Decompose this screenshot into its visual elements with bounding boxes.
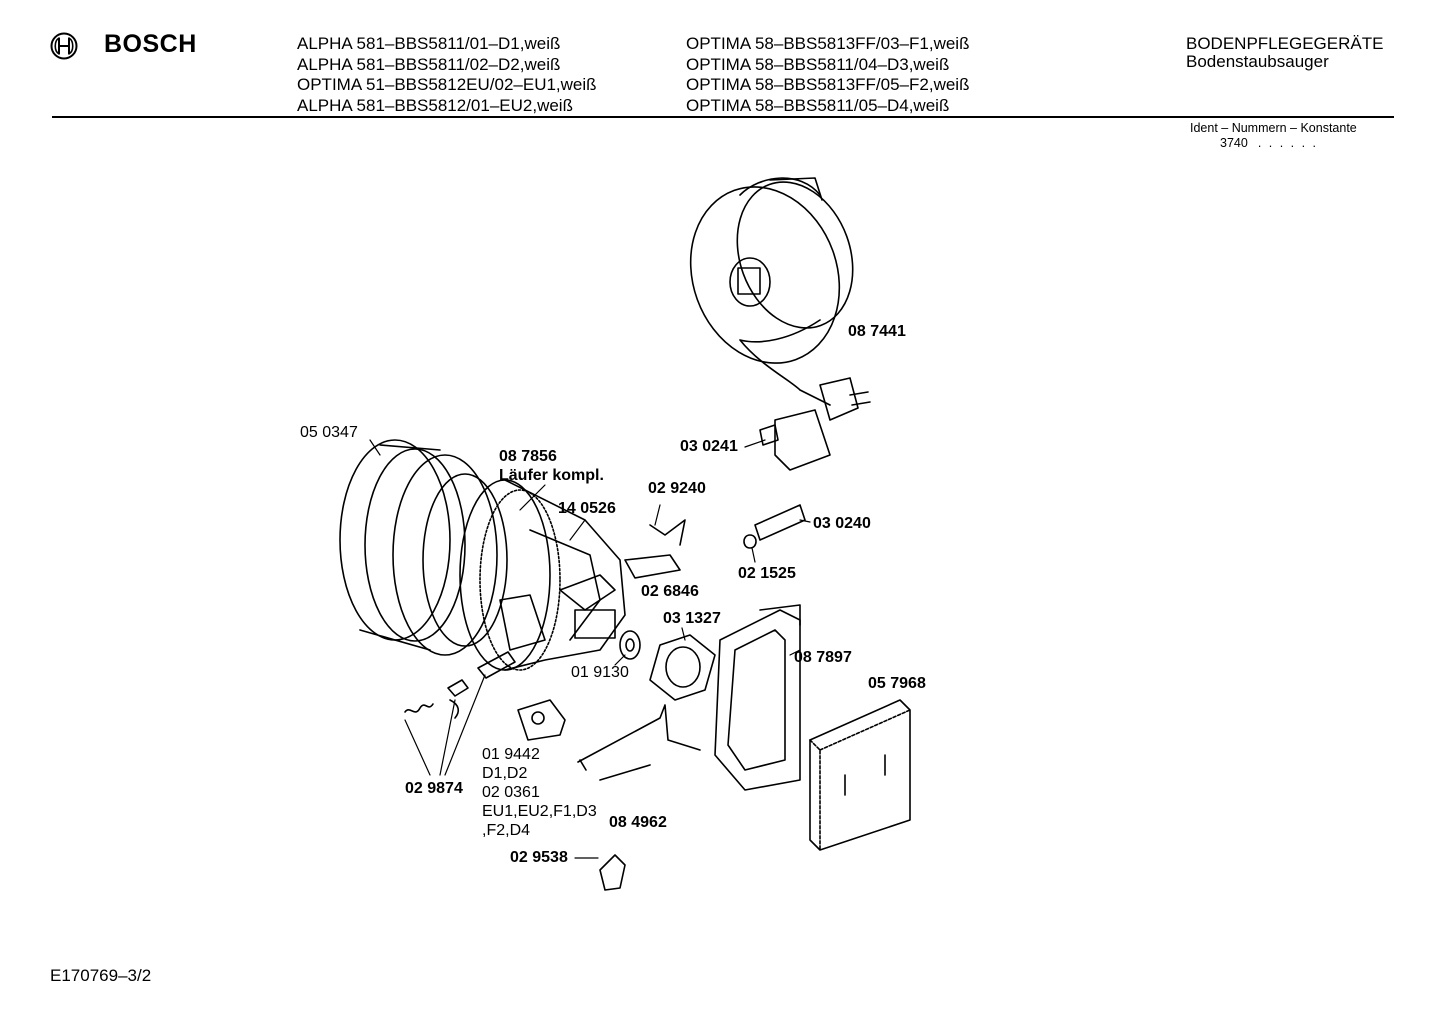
part-label: 01 9442 (482, 746, 540, 763)
part-label: 01 9130 (571, 664, 629, 681)
part-label: 08 7441 (848, 323, 906, 340)
model-entry: OPTIMA 51–BBS5812EU/02–EU1,weiß (297, 75, 597, 94)
leader-lines (369, 439, 811, 859)
part-label: 05 0347 (300, 424, 358, 441)
part-variants: ,F2,D4 (482, 822, 531, 839)
cable-reel-drawing (689, 177, 871, 421)
category-title: BODENPFLEGEGERÄTE (1186, 34, 1384, 53)
part-label: 02 9874 (405, 780, 463, 797)
part-variants: D1,D2 (482, 765, 528, 782)
model-entry: OPTIMA 58–BBS5811/04–D3,weiß (686, 54, 950, 74)
model-entry: ALPHA 581–BBS5811/02–D2,weiß (297, 54, 561, 74)
ident-block: Ident – Nummern – Konstante 3740 . . . . … (1190, 121, 1357, 151)
model-entry: OPTIMA 58–BBS5813FF/05–F2,weiß (686, 75, 970, 94)
part-label: 08 4962 (609, 814, 667, 831)
part-label: 02 1525 (738, 565, 796, 582)
bosch-armature-logo-icon (50, 32, 78, 60)
drawing-id: E170769–3/2 (50, 966, 152, 985)
wire-bracket-drawing (577, 704, 701, 781)
ident-label: Ident – Nummern – Konstante (1190, 121, 1357, 135)
part-label: 02 9240 (648, 480, 706, 497)
category-subtitle: Bodenstaubsauger (1186, 52, 1329, 71)
filter-frame-drawing (714, 604, 801, 791)
part-description: Läufer kompl. (499, 467, 604, 484)
part-label: 08 7856 (499, 448, 557, 465)
brand-name: BOSCH (104, 30, 197, 58)
filter-pad-drawing (809, 699, 911, 851)
ident-number: 3740 (1220, 136, 1248, 150)
part-label: 02 6846 (641, 583, 699, 600)
part-label: 02 9538 (510, 849, 568, 866)
model-list-right: OPTIMA 58–BBS5813FF/03–F1,weiß OPTIMA 58… (686, 34, 969, 116)
part-label: 08 7897 (794, 649, 852, 666)
model-entry: OPTIMA 58–BBS5813FF/03–F1,weiß (686, 34, 970, 53)
ident-dots: . . . . . . (1257, 136, 1319, 150)
small-parts-drawing (619, 409, 831, 701)
product-category: BODENPFLEGEGERÄTE Bodenstaubsauger (1186, 35, 1383, 71)
motor-housing-ring-drawing (339, 439, 508, 656)
model-entry: OPTIMA 58–BBS5811/05–D4,weiß (686, 95, 950, 115)
model-entry: ALPHA 581–BBS5811/01–D1,weiß (297, 34, 561, 53)
clip-drawing (599, 854, 626, 891)
part-label: 05 7968 (868, 675, 926, 692)
part-label: 03 0240 (813, 515, 871, 532)
part-label: 03 1327 (663, 610, 721, 627)
part-label: 02 0361 (482, 784, 540, 801)
motor-assembly-drawing (459, 479, 626, 671)
model-list-left: ALPHA 581–BBS5811/01–D1,weiß ALPHA 581–B… (297, 34, 597, 116)
part-label: 14 0526 (558, 500, 616, 517)
part-variants: EU1,EU2,F1,D3 (482, 803, 597, 820)
circuit-board-drawing (517, 699, 566, 741)
header-divider (52, 116, 1394, 118)
model-entry: ALPHA 581–BBS5812/01–EU2,weiß (297, 95, 573, 115)
carbon-brush-drawing (404, 651, 516, 719)
part-label: 03 0241 (680, 438, 738, 455)
